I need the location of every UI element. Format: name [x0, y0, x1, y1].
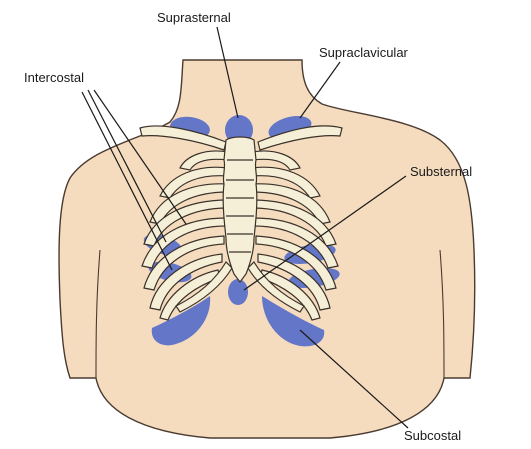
label-substernal: Substernal	[410, 164, 472, 179]
label-suprasternal: Suprasternal	[157, 10, 231, 25]
label-supraclavicular: Supraclavicular	[319, 45, 409, 60]
torso	[59, 60, 475, 438]
substernal-zone	[228, 279, 248, 305]
label-intercostal: Intercostal	[24, 70, 84, 85]
label-subcostal: Subcostal	[404, 428, 461, 443]
torso-outline	[59, 60, 475, 438]
